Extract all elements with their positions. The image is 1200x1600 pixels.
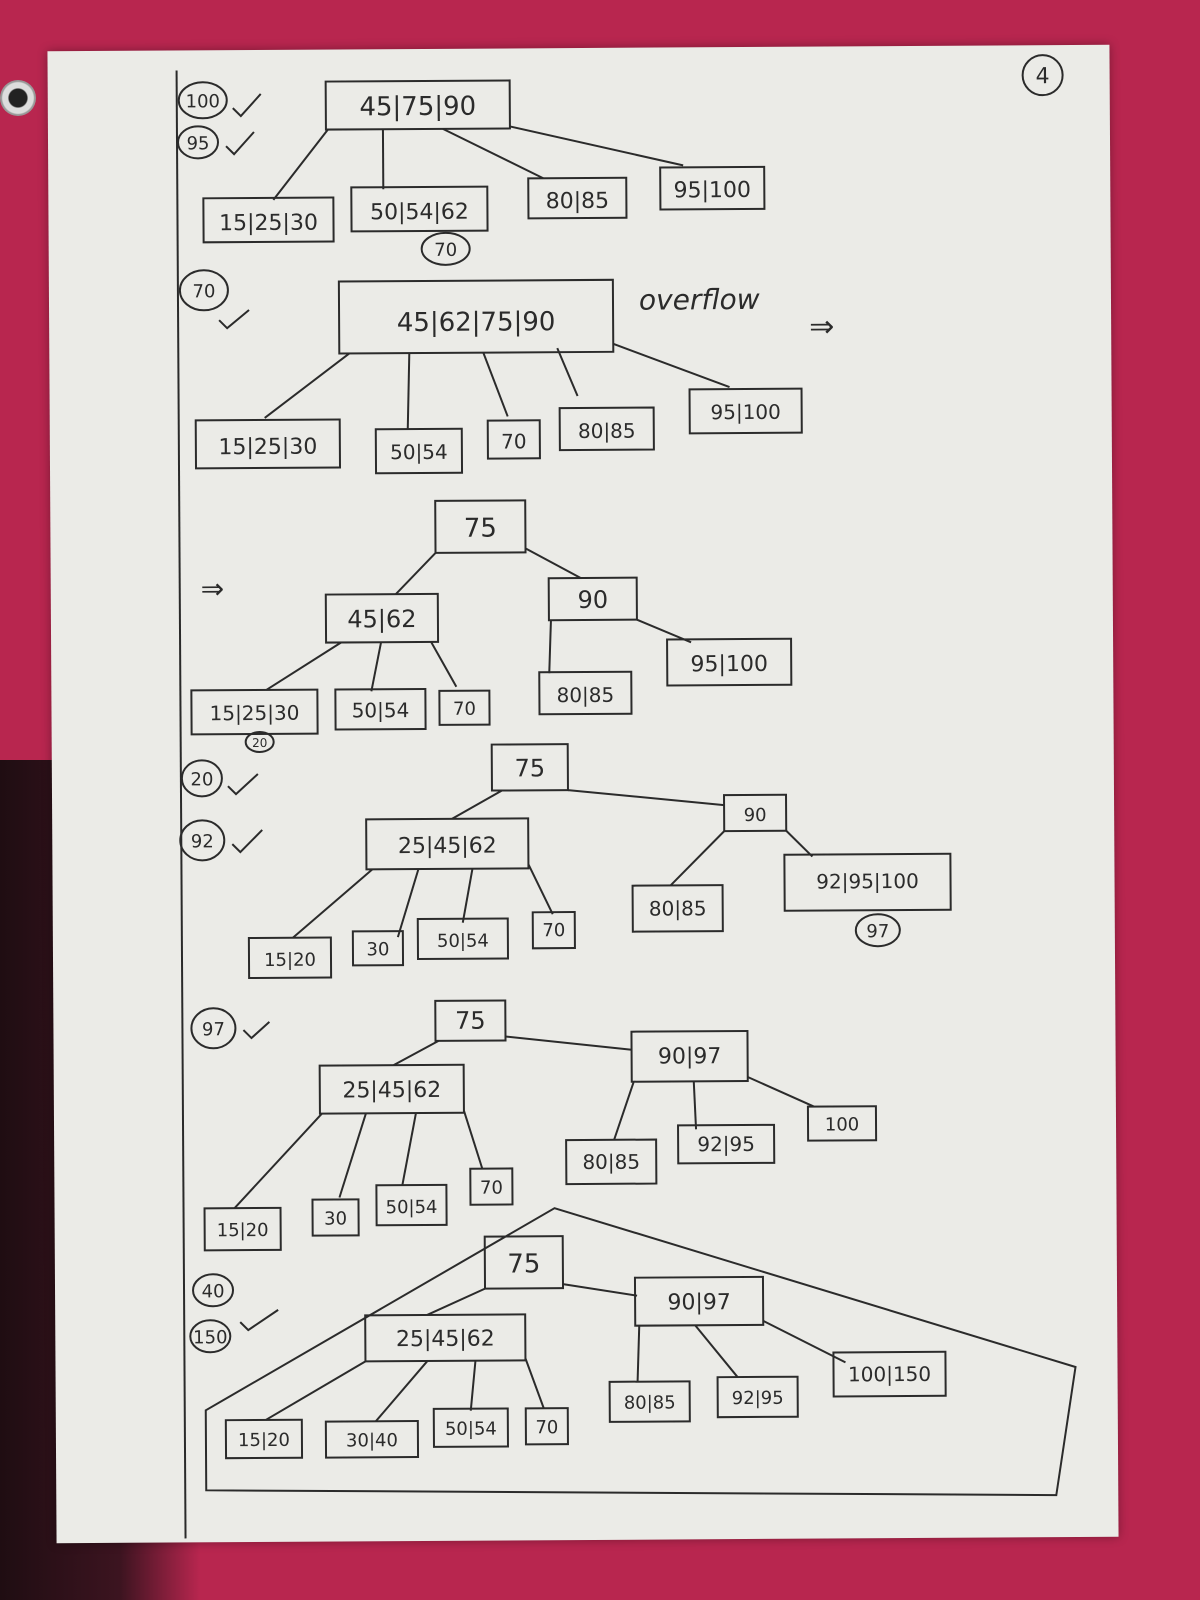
node: 75 <box>455 1007 486 1035</box>
node: 15|25|30 <box>218 435 317 461</box>
node: 15|25|30 <box>210 701 300 726</box>
step-label: 150 <box>193 1327 227 1348</box>
node: 92|95 <box>732 1388 784 1409</box>
node: 45|75|90 <box>359 92 476 123</box>
node: 95|100 <box>674 178 752 203</box>
node: 30|40 <box>346 1430 398 1451</box>
node: 50|54 <box>386 1197 438 1218</box>
node: 90|97 <box>667 1290 731 1315</box>
tree-2: 45|62|75|90 overflow ⇒ 15|25|30 50|54 70… <box>194 278 834 475</box>
notebook-page: 4 100 95 70 20 92 97 40 150 45|75|90 15|… <box>47 44 1119 1544</box>
node: 50|54 <box>352 698 410 722</box>
node: 75 <box>514 754 545 782</box>
node: 95|100 <box>710 400 781 424</box>
step-label: 70 <box>192 281 215 302</box>
page-number-circle <box>1021 54 1064 97</box>
node: 70 <box>535 1417 558 1438</box>
tree-6: 75 25|45|62 90|97 15|20 30|40 50|54 70 8… <box>204 1207 1077 1497</box>
node: 95|100 <box>690 652 768 677</box>
step-labels: 100 95 70 20 92 97 40 150 <box>177 81 279 1354</box>
arrow-icon: ⇒ <box>201 572 225 605</box>
node: 25|45|62 <box>398 834 497 860</box>
node: 80|85 <box>649 896 707 920</box>
step-label: 20 <box>190 769 213 790</box>
tree-1: 45|75|90 15|25|30 50|54|62 70 80|85 95|1… <box>202 79 766 266</box>
node: 100|150 <box>848 1362 931 1387</box>
handwritten-sketch: 4 100 95 70 20 92 97 40 150 45|75|90 15|… <box>177 54 1077 1497</box>
page-number: 4 <box>1036 64 1050 89</box>
step-label: 40 <box>202 1281 225 1302</box>
step-label: 97 <box>202 1019 225 1040</box>
node: 70 <box>453 699 476 720</box>
node: 15|25|30 <box>219 211 318 237</box>
node: 50|54 <box>445 1419 497 1440</box>
node: 70 <box>501 429 527 453</box>
node: 75 <box>464 514 497 544</box>
node: 80|85 <box>624 1392 676 1413</box>
node: 90 <box>744 805 767 826</box>
tree-3: ⇒ 75 45|62 90 15|25|30 20 50|54 70 80|85… <box>190 499 793 753</box>
arrow-icon: ⇒ <box>809 309 834 344</box>
node: 70 <box>542 920 565 941</box>
step-label: 95 <box>187 133 210 154</box>
node: 30 <box>324 1208 347 1229</box>
tree-5: 75 25|45|62 90|97 15|20 30 50|54 70 80|8… <box>203 999 878 1252</box>
node: 70 <box>480 1177 503 1198</box>
node: 45|62 <box>347 605 416 633</box>
node: 45|62|75|90 <box>397 307 556 338</box>
node: 80|85 <box>546 189 610 214</box>
pending-insert: 97 <box>866 921 889 942</box>
pending-insert: 70 <box>434 240 457 261</box>
node: 100 <box>825 1114 859 1135</box>
node: 80|85 <box>578 419 636 443</box>
node: 50|54 <box>437 931 489 952</box>
enclosing-outline <box>204 1207 1077 1497</box>
node: 90 <box>577 586 608 614</box>
screw-icon <box>0 80 36 116</box>
node: 25|45|62 <box>342 1078 441 1104</box>
node: 80|85 <box>582 1150 640 1174</box>
tree-4: 75 25|45|62 90 15|20 30 50|54 70 80|85 9… <box>247 743 952 980</box>
node: 25|45|62 <box>396 1327 495 1353</box>
node: 30 <box>366 939 389 960</box>
node: 90|97 <box>658 1044 722 1069</box>
step-label: 100 <box>186 91 220 112</box>
pending-insert: 20 <box>252 736 267 750</box>
node: 15|20 <box>264 950 316 971</box>
step-label: 92 <box>191 831 214 852</box>
node: 15|20 <box>238 1430 290 1451</box>
overflow-note: overflow <box>639 283 760 317</box>
node: 50|54 <box>390 440 448 464</box>
node: 92|95|100 <box>816 869 919 894</box>
node: 75 <box>507 1249 540 1279</box>
node: 50|54|62 <box>370 200 469 226</box>
node: 80|85 <box>557 683 615 707</box>
node: 92|95 <box>697 1132 755 1156</box>
node: 15|20 <box>217 1220 269 1241</box>
